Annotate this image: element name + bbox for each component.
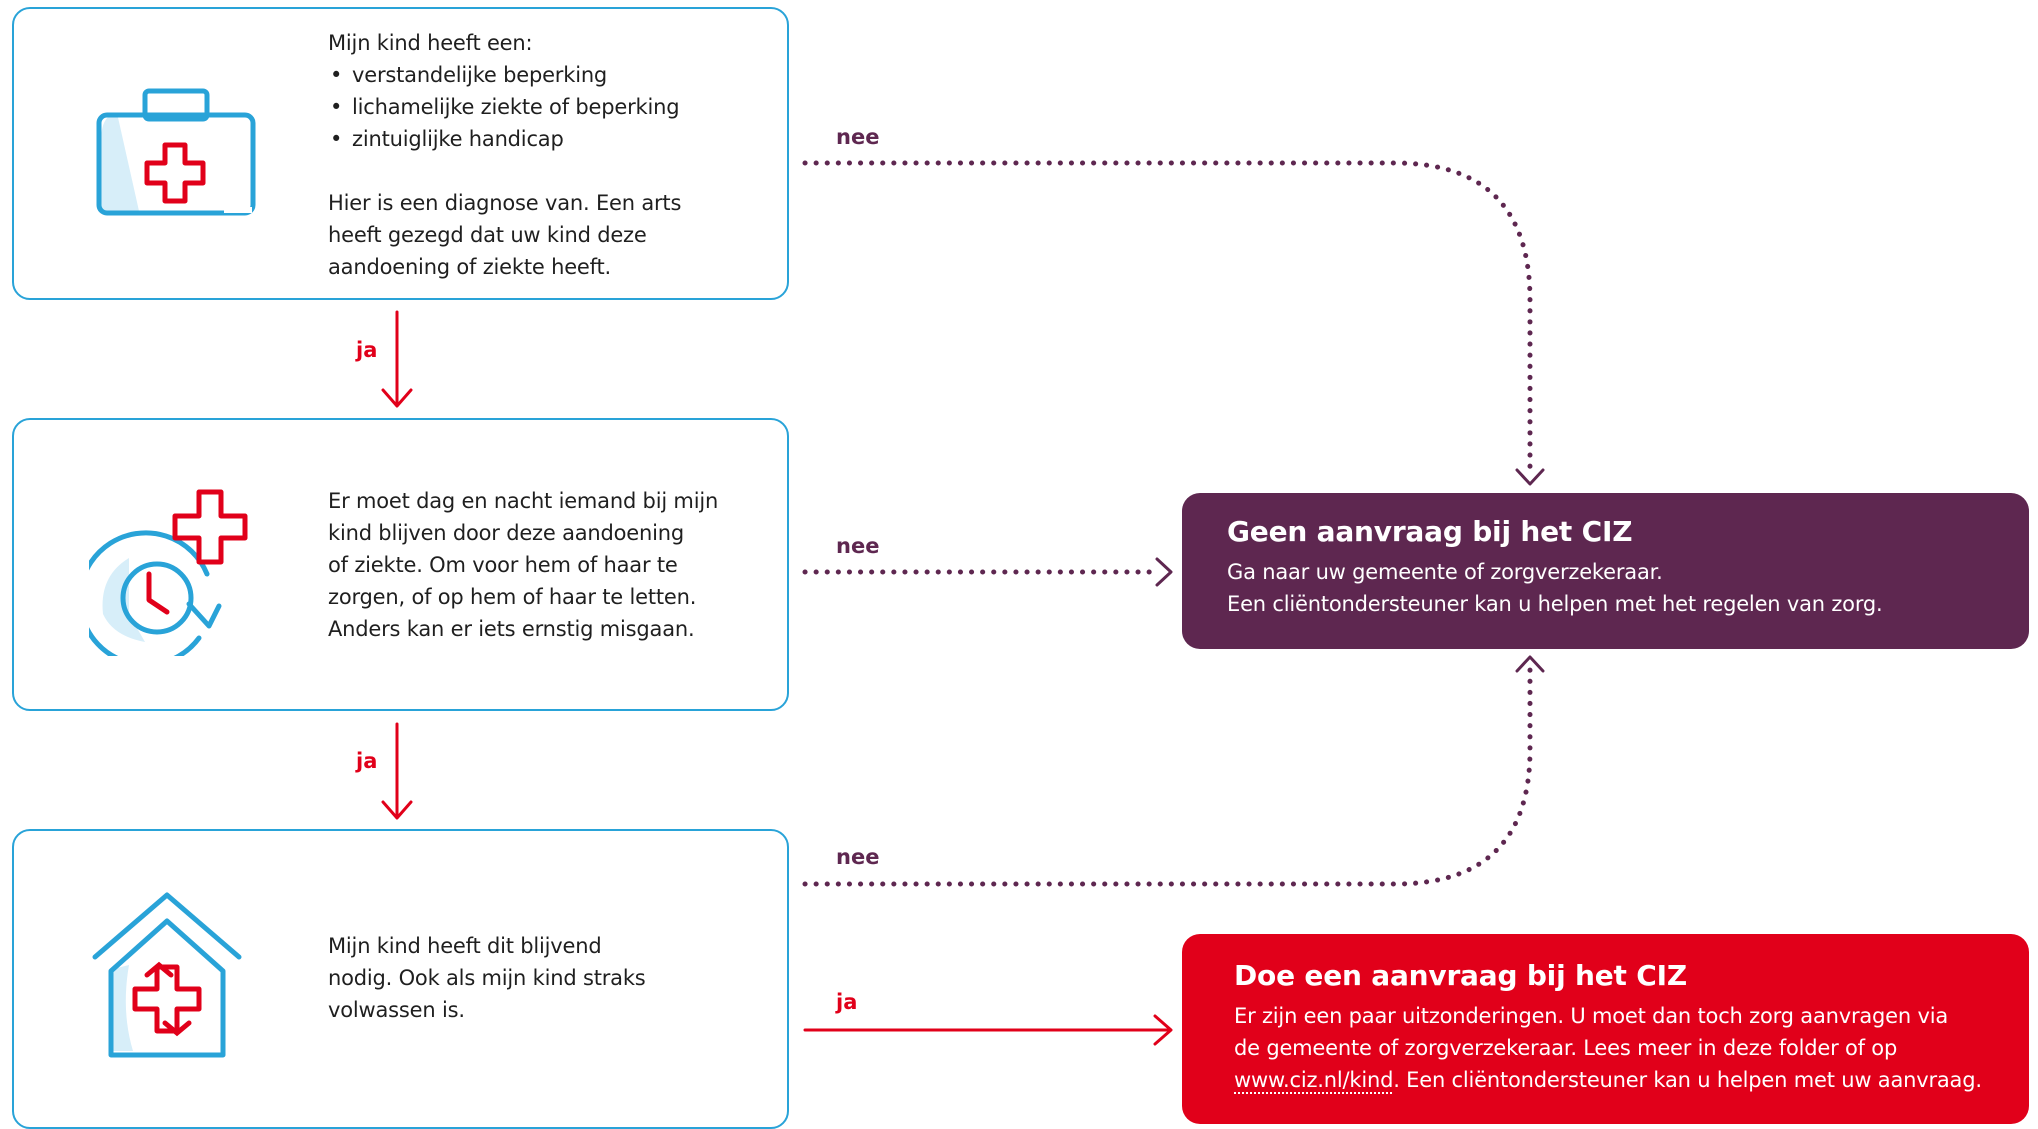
question-box-supervision: Er moet dag en nacht iemand bij mijn kin… (12, 418, 789, 711)
result-line: www.ciz.nl/kind. Een cliëntondersteuner … (1234, 1064, 2029, 1096)
question-box-permanent: Mijn kind heeft dit blijvend nodig. Ook … (12, 829, 789, 1129)
arrow-ja-3 (805, 1016, 1171, 1044)
result-title: Geen aanvraag bij het CIZ (1227, 515, 2029, 548)
label-nee-3: nee (836, 845, 879, 869)
result-line: Er zijn een paar uitzonderingen. U moet … (1234, 1000, 2029, 1032)
result-line: Ga naar uw gemeente of zorgverzekeraar. (1227, 556, 2029, 588)
clock-care-icon (89, 486, 269, 660)
question-text: Er moet dag en nacht iemand bij mijn kin… (328, 485, 768, 645)
condition-list: verstandelijke beperking lichamelijke zi… (328, 59, 768, 155)
medical-kit-icon (89, 85, 259, 229)
question-text: Mijn kind heeft dit blijvend nodig. Ook … (328, 930, 768, 1026)
question-text: Mijn kind heeft een: verstandelijke bepe… (328, 27, 768, 283)
question-line: Er moet dag en nacht iemand bij mijn (328, 485, 768, 517)
label-nee-1: nee (836, 125, 879, 149)
label-nee-2: nee (836, 534, 879, 558)
question-line: volwassen is. (328, 994, 768, 1026)
arrow-ja-1 (383, 312, 411, 406)
list-item: lichamelijke ziekte of beperking (328, 91, 768, 123)
connector-nee-1 (805, 163, 1530, 470)
list-item: verstandelijke beperking (328, 59, 768, 91)
question-line: Mijn kind heeft dit blijvend (328, 930, 768, 962)
arrowhead-nee-2 (1157, 559, 1171, 585)
arrowhead-nee-1 (1517, 470, 1543, 484)
label-ja-1: ja (356, 338, 377, 362)
result-line: Een cliëntondersteuner kan u helpen met … (1227, 588, 2029, 620)
question-line: heeft gezegd dat uw kind deze (328, 219, 768, 251)
question-line: aandoening of ziekte heeft. (328, 251, 768, 283)
question-intro: Mijn kind heeft een: (328, 27, 768, 59)
result-title: Doe een aanvraag bij het CIZ (1234, 959, 2029, 992)
question-line: Hier is een diagnose van. Een arts (328, 187, 768, 219)
question-line: Anders kan er iets ernstig misgaan. (328, 613, 768, 645)
result-line: de gemeente of zorgverzekeraar. Lees mee… (1234, 1032, 2029, 1064)
connector-nee-3 (805, 670, 1530, 884)
label-ja-3: ja (836, 990, 857, 1014)
result-line-rest: . Een cliëntondersteuner kan u helpen me… (1393, 1068, 1982, 1092)
house-care-icon (89, 891, 249, 1075)
result-box-no-application: Geen aanvraag bij het CIZ Ga naar uw gem… (1182, 493, 2029, 649)
list-item: zintuiglijke handicap (328, 123, 768, 155)
question-line: kind blijven door deze aandoening (328, 517, 768, 549)
question-box-diagnosis: Mijn kind heeft een: verstandelijke bepe… (12, 7, 789, 300)
question-line: zorgen, of op hem of haar te letten. (328, 581, 768, 613)
question-line: of ziekte. Om voor hem of haar te (328, 549, 768, 581)
result-box-apply: Doe een aanvraag bij het CIZ Er zijn een… (1182, 934, 2029, 1124)
ciz-kind-link[interactable]: www.ciz.nl/kind (1234, 1068, 1393, 1092)
label-ja-2: ja (356, 749, 377, 773)
question-line: nodig. Ook als mijn kind straks (328, 962, 768, 994)
arrow-ja-2 (383, 724, 411, 818)
